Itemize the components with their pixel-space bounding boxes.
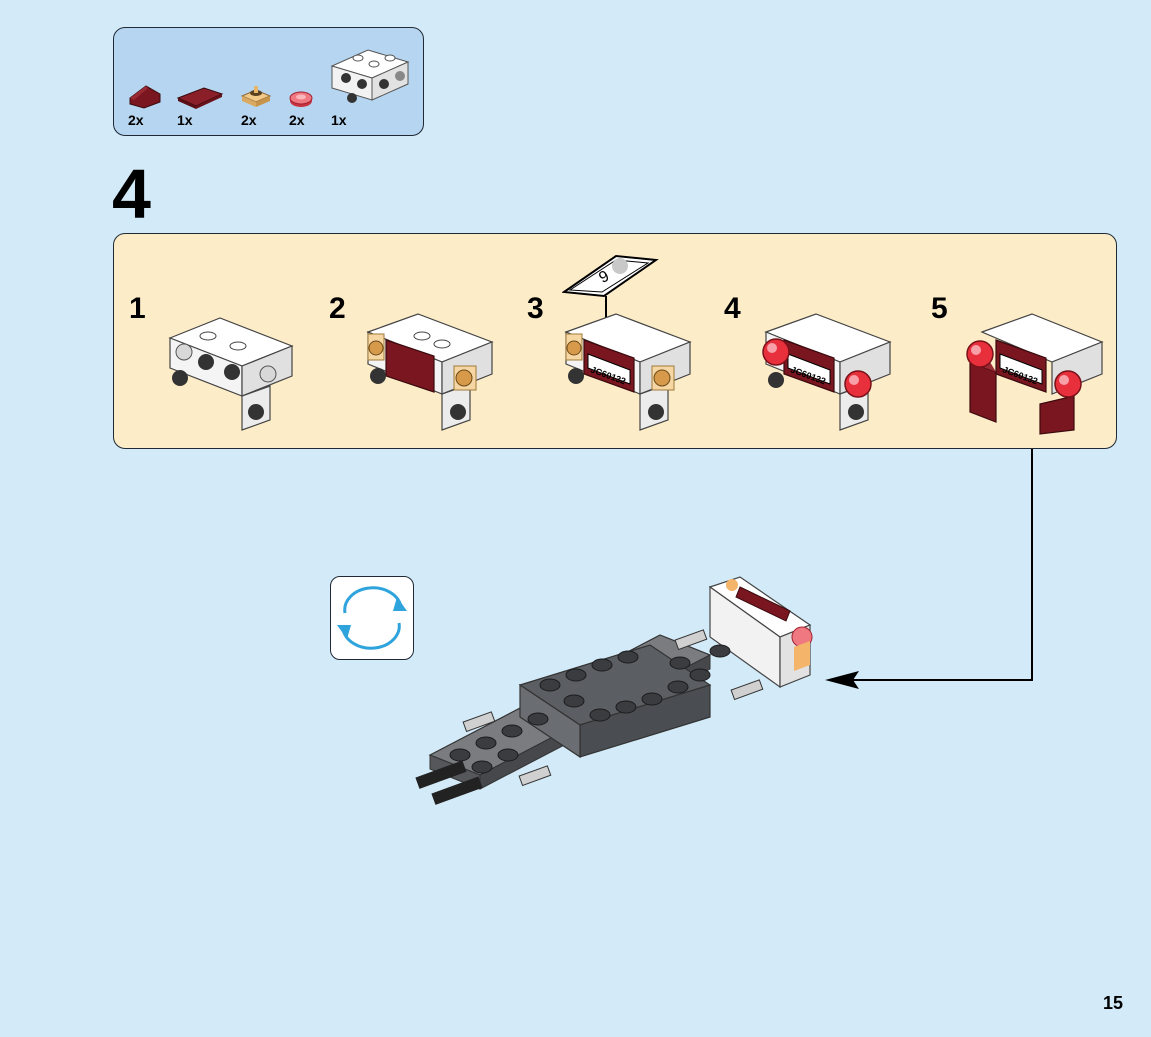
sticker-callout: 9 [562, 254, 659, 322]
page-number: 15 [1103, 993, 1124, 1013]
rotate-model-icon [337, 586, 407, 650]
part-qty: 1x [331, 112, 347, 128]
sub-step-label: 3 [527, 292, 544, 325]
dark-red-slope-brick-icon [129, 85, 161, 109]
sub-step-label: 4 [724, 292, 741, 325]
tan-round-plate-icon [240, 86, 272, 107]
rotate-model-button[interactable] [330, 576, 414, 660]
sub-step-2-model [366, 313, 494, 431]
trans-red-round-tile-icon [289, 91, 313, 107]
dark-red-tile-icon [176, 87, 224, 109]
main-model-chassis [415, 576, 813, 805]
sub-step-3-model: JC60132 [564, 313, 692, 431]
sub-step-5-model: JC60132 [966, 313, 1104, 435]
sub-step-1-model [168, 317, 294, 431]
part-qty: 2x [289, 112, 305, 128]
sub-step-label: 2 [329, 292, 346, 325]
part-qty: 2x [128, 112, 144, 128]
part-qty: 2x [241, 112, 257, 128]
sub-step-label: 5 [931, 292, 948, 325]
step-number: 4 [112, 155, 151, 233]
white-bracket-assembly-icon [330, 49, 410, 103]
assembly-arrow [825, 449, 1033, 689]
sub-step-4-model: JC60132 [762, 313, 892, 431]
sub-step-label: 1 [129, 292, 146, 325]
part-qty: 1x [177, 112, 193, 128]
parts-list-box: 2x 1x 2x 2x 1x [113, 27, 424, 136]
